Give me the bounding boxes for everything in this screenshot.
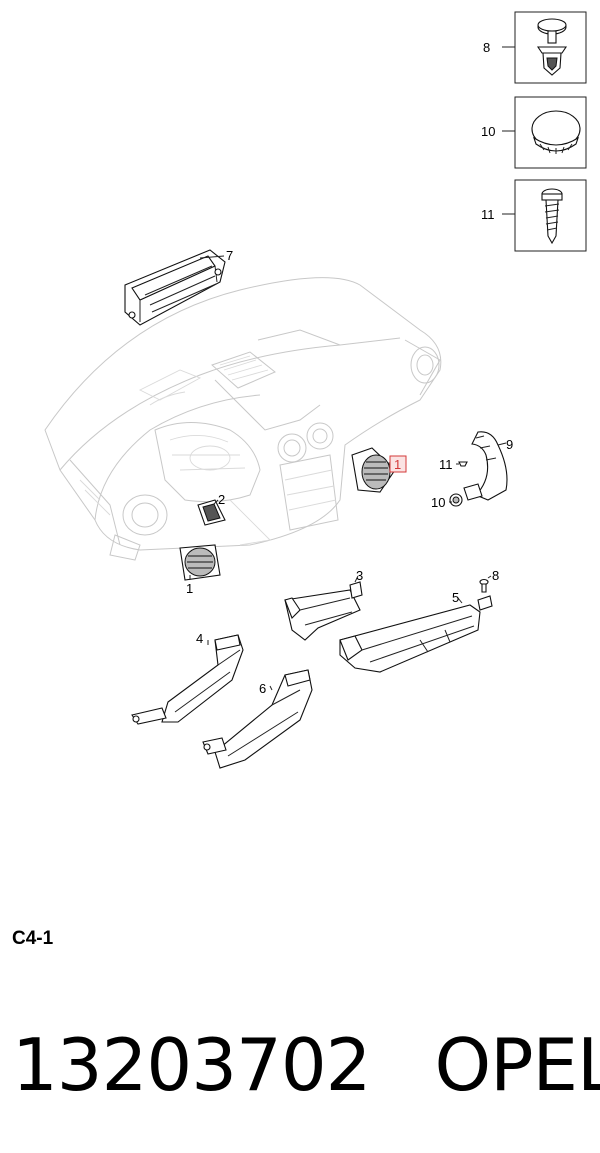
part-2-grille: 2	[197, 492, 226, 526]
callout-11-box: 11	[481, 207, 495, 222]
section-code: C4-1	[12, 928, 54, 949]
callout-10: 10	[431, 495, 445, 510]
callout-8: 8	[492, 568, 499, 583]
callout-6: 6	[259, 681, 266, 696]
detail-box-clip: 8	[483, 11, 587, 84]
part-1-air-vent-left: 1	[179, 544, 221, 596]
part-9-duct-hose: 9 11 10	[431, 431, 513, 510]
dashboard-outline	[44, 277, 442, 561]
callout-9: 9	[506, 437, 513, 452]
part-5-long-duct: 5 8	[339, 568, 499, 673]
exploded-parts-diagram: 8 10 11	[44, 11, 587, 769]
detail-box-cap: 10	[481, 96, 587, 169]
footer-banner: 13203702 OPEL	[12, 1010, 600, 1120]
callout-2: 2	[218, 492, 225, 507]
callout-1: 1	[186, 581, 193, 596]
part-6-floor-duct: 6	[202, 669, 313, 769]
callout-11: 11	[439, 457, 453, 472]
part-7-center-vent-housing: 7	[124, 248, 233, 326]
part-4-floor-duct: 4	[131, 631, 244, 725]
detail-box-screw: 11	[481, 179, 587, 252]
callout-7: 7	[226, 248, 233, 263]
callout-4: 4	[196, 631, 203, 646]
callout-10-box: 10	[481, 124, 495, 139]
callout-3: 3	[356, 568, 363, 583]
brand-name: OPEL	[434, 1023, 600, 1107]
part-number: 13203702	[12, 1023, 371, 1107]
callout-1-highlighted: 1	[394, 457, 401, 472]
callout-8-box: 8	[483, 40, 490, 55]
part-1-air-vent-right: 1	[351, 447, 407, 493]
callout-5: 5	[452, 590, 459, 605]
part-3-duct: 3	[284, 568, 363, 641]
